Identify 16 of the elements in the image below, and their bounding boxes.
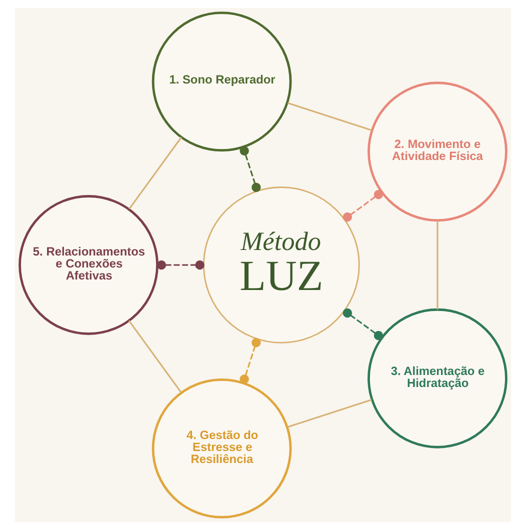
connector (286, 102, 372, 132)
connector (128, 136, 182, 210)
node-circle: 3. Alimentação e Hidratação (367, 308, 507, 448)
node-circle: 2. Movimento e Atividade Física (367, 82, 507, 222)
connector (342, 308, 383, 340)
connector (128, 320, 182, 393)
node-circle: Método LUZ (202, 186, 360, 344)
connector (286, 399, 372, 428)
connector (436, 220, 438, 310)
node-circle: 1. Sono Reparador (151, 12, 292, 152)
node-circle: 4. Gestão do Estresse e Resiliência (151, 378, 292, 518)
connector (239, 146, 260, 192)
node-circle: 5. Relacionamentos e Conexões Afetivas (18, 195, 158, 335)
connector (239, 338, 260, 384)
connector (342, 190, 383, 222)
connector (156, 260, 204, 270)
